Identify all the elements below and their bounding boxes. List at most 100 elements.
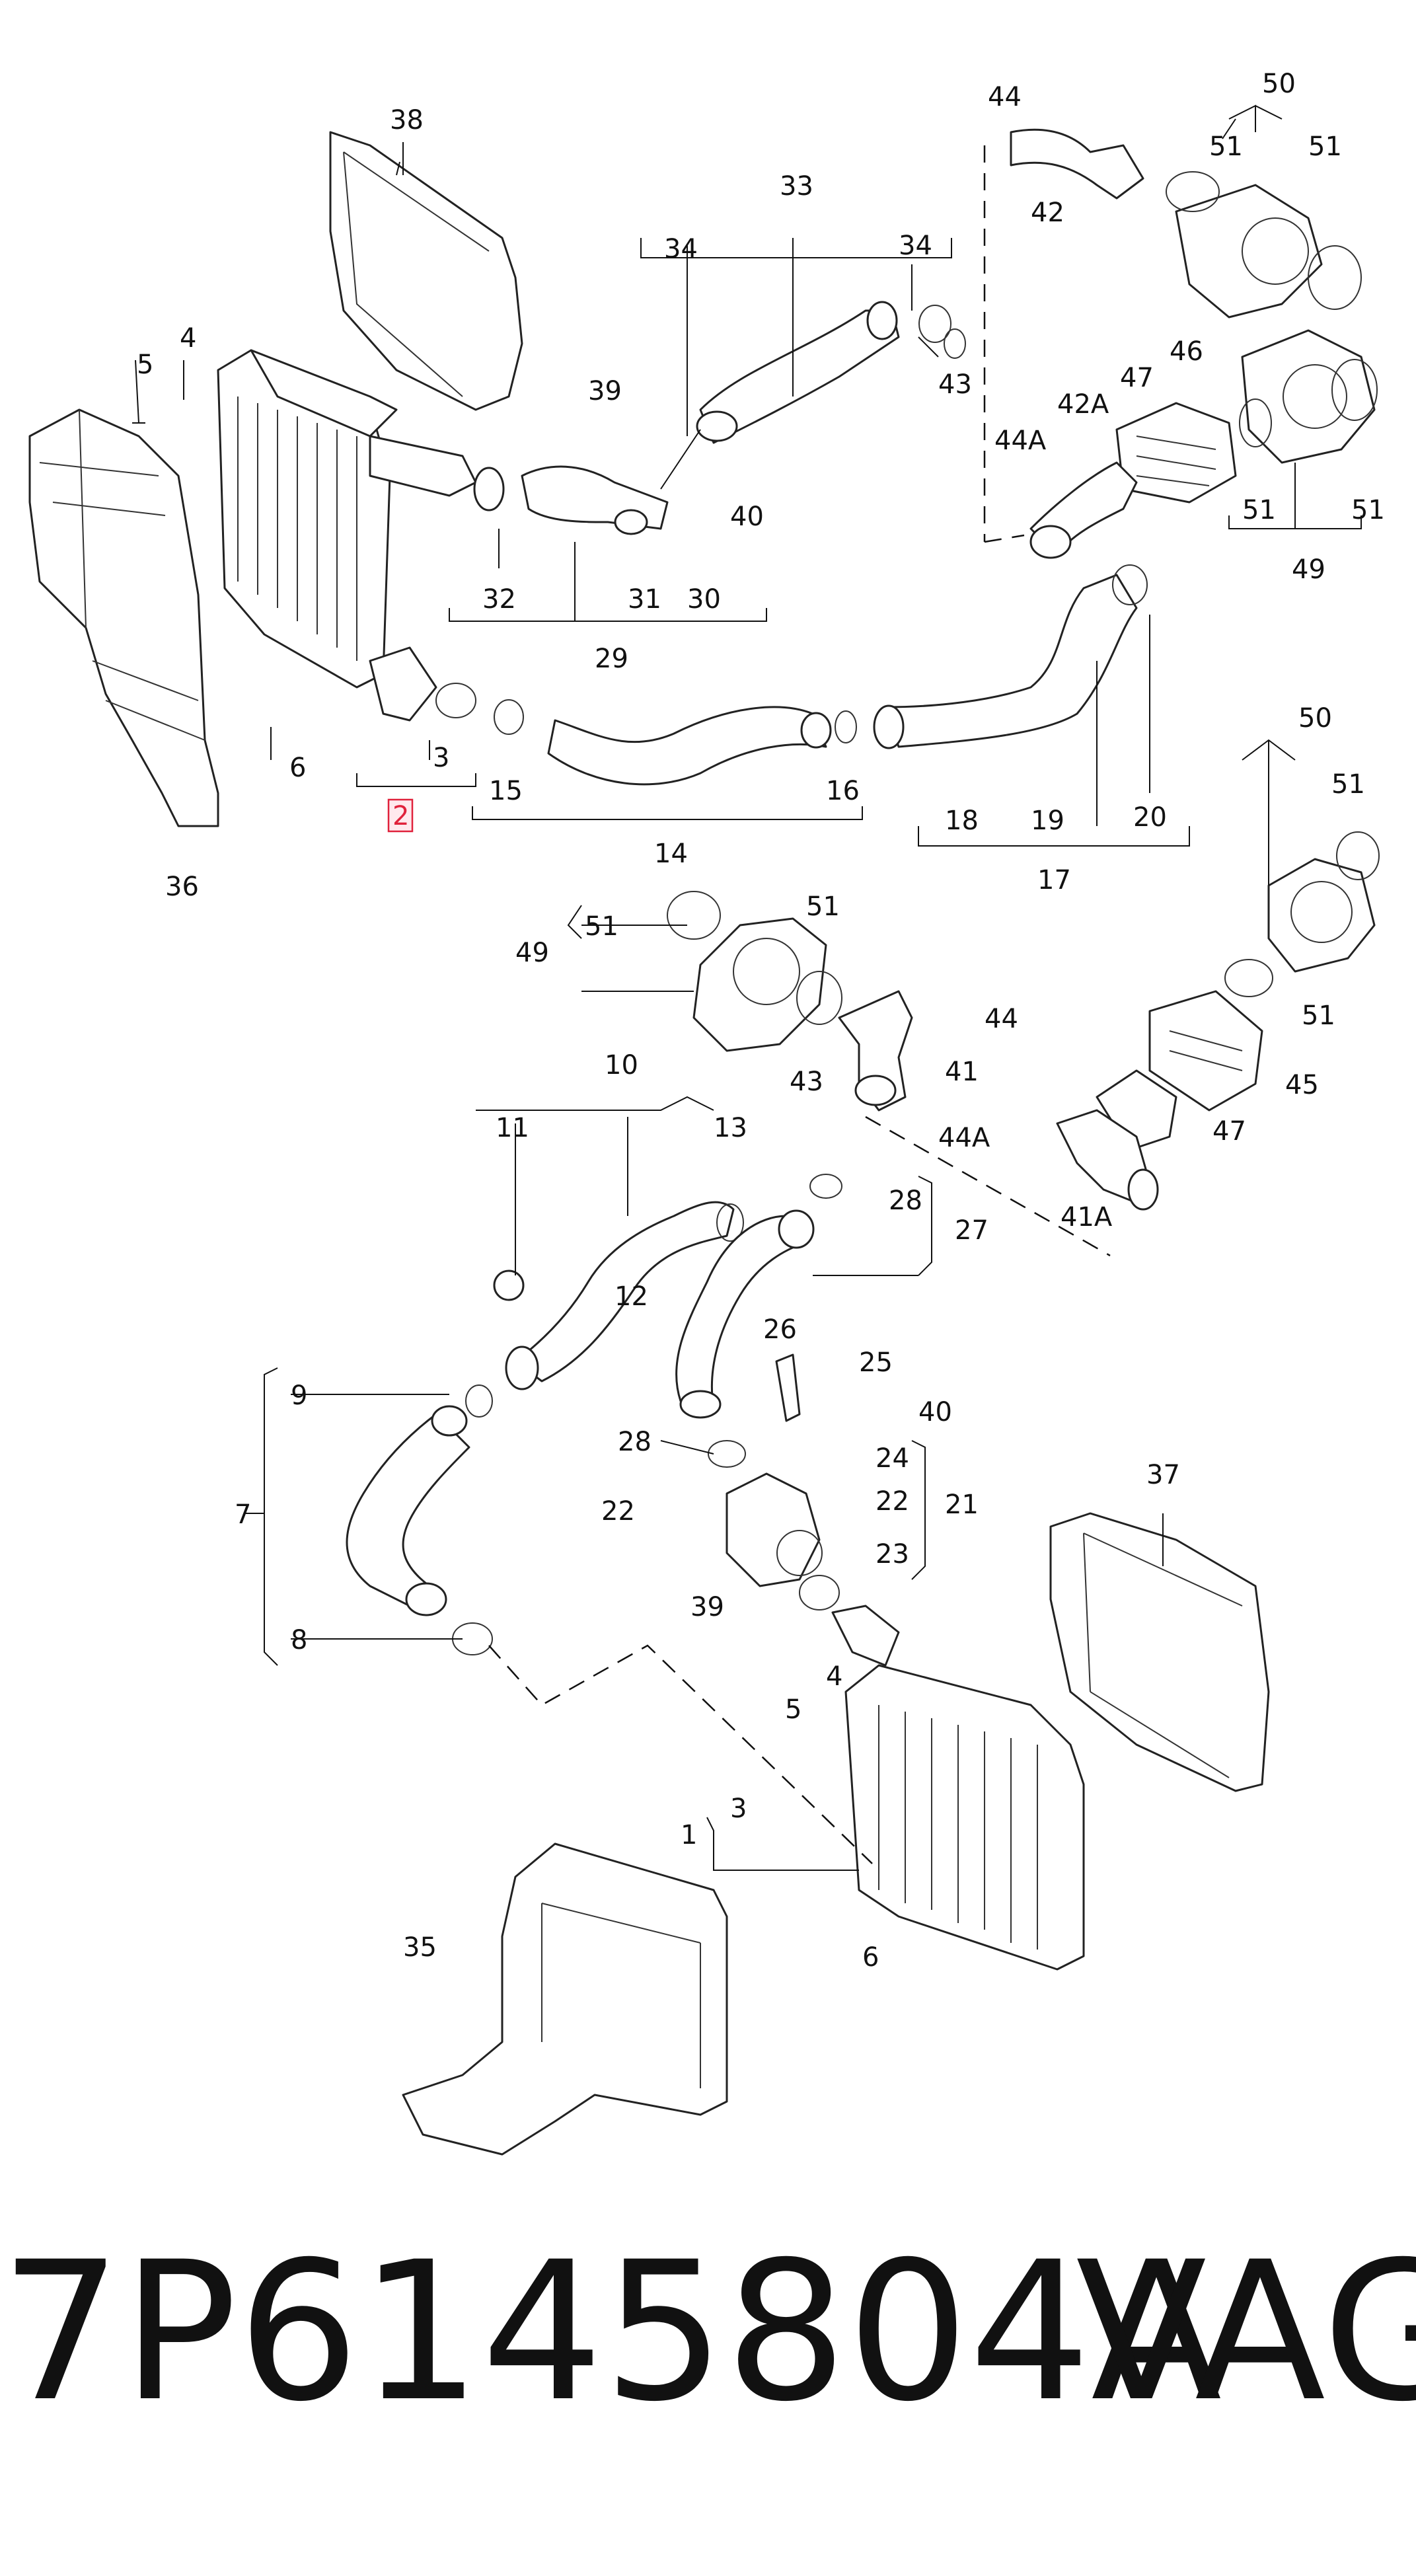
label-3b: 3 <box>730 1794 747 1824</box>
label-43: 43 <box>938 369 972 400</box>
label-44Ab: 44A <box>938 1123 990 1153</box>
label-14: 14 <box>654 839 688 869</box>
label-49: 49 <box>1292 554 1325 585</box>
label-12: 12 <box>615 1281 648 1312</box>
label-11: 11 <box>496 1113 529 1143</box>
highlight-box-part-2[interactable] <box>387 798 414 833</box>
label-26: 26 <box>763 1314 797 1345</box>
label-5: 5 <box>137 350 153 380</box>
label-39b: 39 <box>690 1592 724 1622</box>
callout-labels: 38 5 4 6 3 2 36 15 14 16 32 29 31 30 40 … <box>137 69 1385 1973</box>
label-15: 15 <box>489 776 523 806</box>
label-41: 41 <box>945 1057 979 1087</box>
label-21: 21 <box>945 1490 979 1520</box>
label-51e: 51 <box>1331 769 1365 800</box>
label-22b: 22 <box>601 1496 635 1527</box>
throttle-body-50-mid <box>1224 831 1380 997</box>
label-35: 35 <box>403 1932 437 1963</box>
label-46: 46 <box>1170 336 1203 367</box>
pipe-41 <box>838 990 913 1112</box>
label-51b: 51 <box>1308 132 1342 162</box>
label-6b: 6 <box>862 1942 879 1973</box>
label-45: 45 <box>1285 1070 1319 1100</box>
label-31: 31 <box>628 584 661 615</box>
actuator-46-47 <box>1115 329 1378 504</box>
label-10: 10 <box>605 1050 638 1080</box>
intercooler-top <box>217 349 398 689</box>
label-17: 17 <box>1037 865 1071 895</box>
label-40: 40 <box>730 502 764 532</box>
label-27: 27 <box>955 1215 988 1246</box>
label-39: 39 <box>588 376 622 406</box>
housing-21 <box>708 1353 840 1610</box>
hose-14 <box>369 646 857 786</box>
air-duct-36 <box>28 408 219 827</box>
label-40b: 40 <box>918 1397 952 1427</box>
label-34: 34 <box>664 234 698 264</box>
label-7: 7 <box>235 1499 251 1530</box>
label-24: 24 <box>876 1443 909 1474</box>
part-number: 7P6145804A <box>0 2221 1222 2444</box>
label-19: 19 <box>1031 806 1064 836</box>
label-4b: 4 <box>826 1661 842 1692</box>
label-51a: 51 <box>1209 132 1243 162</box>
label-36: 36 <box>165 872 199 902</box>
label-16: 16 <box>826 776 860 806</box>
label-51f: 51 <box>1302 1001 1335 1031</box>
label-8: 8 <box>291 1625 307 1655</box>
label-42: 42 <box>1031 198 1064 228</box>
dashed-routing <box>488 145 1111 1864</box>
label-6: 6 <box>289 753 306 783</box>
label-3: 3 <box>433 743 449 773</box>
label-44A: 44A <box>994 426 1047 456</box>
intercooler-bottom <box>831 1605 1085 1971</box>
brand-name: VAG <box>1076 2221 1416 2444</box>
label-34b: 34 <box>899 231 932 261</box>
hose-17 <box>873 564 1148 749</box>
label-50: 50 <box>1262 69 1296 99</box>
label-51h: 51 <box>806 891 840 922</box>
hose-33 <box>696 301 966 444</box>
label-38: 38 <box>390 105 424 135</box>
label-41A: 41A <box>1061 1202 1113 1232</box>
label-23: 23 <box>876 1539 909 1570</box>
pipe-42 <box>1010 128 1144 200</box>
label-49b: 49 <box>515 938 549 968</box>
label-22a: 22 <box>876 1486 909 1517</box>
label-13: 13 <box>714 1113 747 1143</box>
actuator-45-47-mid <box>1056 990 1263 1211</box>
hose-27 <box>675 1174 842 1419</box>
air-guide-38 <box>329 131 523 411</box>
air-duct-35 <box>402 1842 728 2156</box>
label-44b: 44 <box>985 1004 1018 1034</box>
label-37: 37 <box>1146 1460 1180 1490</box>
label-47b: 47 <box>1212 1116 1246 1147</box>
label-47: 47 <box>1120 363 1154 393</box>
label-20: 20 <box>1133 802 1167 833</box>
throttle-body-50-top <box>1166 171 1362 319</box>
label-28a: 28 <box>889 1186 922 1216</box>
air-guide-37 <box>1049 1512 1270 1792</box>
label-25: 25 <box>859 1347 893 1378</box>
label-30: 30 <box>687 584 721 615</box>
label-51d: 51 <box>1351 495 1385 525</box>
label-18: 18 <box>945 806 979 836</box>
label-4: 4 <box>180 323 196 354</box>
label-9: 9 <box>291 1381 307 1411</box>
label-28b: 28 <box>618 1427 652 1457</box>
leader-lines <box>132 104 1362 1871</box>
label-44: 44 <box>988 82 1022 112</box>
label-42A: 42A <box>1057 389 1109 420</box>
hose-10 <box>493 1201 744 1390</box>
label-51c: 51 <box>1242 495 1276 525</box>
pipe-42A <box>1029 461 1138 559</box>
label-33: 33 <box>780 171 813 202</box>
label-2: 2 <box>392 801 409 831</box>
label-29: 29 <box>595 644 628 674</box>
label-1: 1 <box>681 1820 697 1850</box>
label-43b: 43 <box>790 1067 823 1097</box>
throttle-body-49-mid <box>667 891 842 1052</box>
label-5b: 5 <box>785 1694 801 1725</box>
label-32: 32 <box>482 584 516 615</box>
